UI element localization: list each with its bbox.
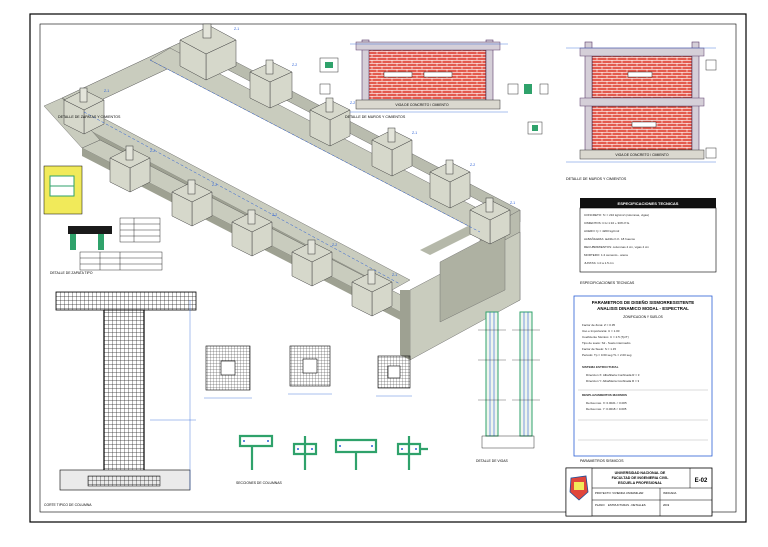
seismic-subtitle: ZONIFICACION Y SUELOS <box>623 315 663 319</box>
seismic-caption: PARAMETROS SISMICOS <box>580 459 624 463</box>
seismic-title-2: ANALISIS DINAMICO MODAL - ESPECTRAL <box>597 306 689 311</box>
svg-text:Z-1: Z-1 <box>510 201 515 205</box>
sheet-label: PLANO: <box>595 503 605 507</box>
svg-text:Z-2: Z-2 <box>350 101 355 105</box>
date-value: 2019 <box>663 503 670 507</box>
spec-line: JUNTAS: 1.0 a 1.5 cm <box>584 261 614 265</box>
corner-detail <box>43 165 163 271</box>
wall-elevation-1 <box>319 39 549 113</box>
isometric-foundation: Z-1Z-2 Z-2Z-1 Z-2Z-1 Z-2Z-2 Z-2Z-2 Z-1Z-… <box>43 23 521 361</box>
seismic-section-3: DESPLAZAMIENTOS MAXIMOS <box>582 393 627 397</box>
iso-caption: DETALLE DE ZAPATAS Y CIMIENTOS <box>58 115 121 119</box>
svg-text:Z-2: Z-2 <box>470 163 475 167</box>
svg-text:Z-1: Z-1 <box>104 89 109 93</box>
wall2-tag: VIGA DE CONCRETO / CIMIENTO <box>615 153 669 157</box>
institution-line-3: ESCUELA PROFESIONAL <box>618 481 663 485</box>
inner-border <box>39 23 737 513</box>
seismic-panel <box>573 295 713 457</box>
seismic-title-1: PARAMETROS DE DISEÑO SISMORRESISTENTE <box>592 300 694 305</box>
svg-text:Z-2: Z-2 <box>212 183 217 187</box>
seismic-row: Factor de Suelo: S = 1.15 <box>582 347 616 351</box>
spec-line: CONCRETO: f'c = 210 kg/cm2 (columnas, vi… <box>584 213 649 217</box>
svg-text:Z-2: Z-2 <box>292 63 297 67</box>
wall1-tag: VIGA DE CONCRETO / CIMIENTO <box>395 103 449 107</box>
spec-line: CIMIENTOS: C:H 1:10 + 30% P.G. <box>584 221 630 225</box>
column-rebar-elevation <box>55 291 197 491</box>
institution-line-1: UNIVERSIDAD NACIONAL DE <box>615 471 666 475</box>
svg-text:Z-1: Z-1 <box>412 131 417 135</box>
seismic-section-2: SISTEMA ESTRUCTURAL <box>582 365 619 369</box>
sheet-code: E-02 <box>695 478 708 484</box>
beams-caption: DETALLE DE VIGAS <box>476 459 509 463</box>
specs-caption: ESPECIFICACIONES TECNICAS <box>580 281 635 285</box>
seismic-row: Tipo de suelo: S2 - Suelo intermedio <box>582 341 631 345</box>
svg-text:Z-2: Z-2 <box>332 243 337 247</box>
seismic-row: Periodo: Tp = 0.60 seg TL = 2.00 seg <box>582 353 632 357</box>
specs-header: ESPECIFICACIONES TECNICAS <box>618 201 679 206</box>
spec-line: ALBAÑILERIA: ladrillo K.K. 18 huecos <box>584 236 635 241</box>
seismic-row: Direccion Y: Albañileria Confinada R = 3 <box>586 379 640 383</box>
footing-caption: DETALLE DE ZAPATA TIPO <box>50 271 93 275</box>
seismic-row: Uso e Importancia: U = 1.00 <box>582 329 620 333</box>
seismic-row: Deriva max. Y: 0.0018 < 0.005 <box>586 407 627 411</box>
wall-elevation-2 <box>527 41 717 163</box>
spec-line: ACERO: fy = 4200 kg/cm2 <box>584 229 620 233</box>
svg-text:Z-2: Z-2 <box>272 213 277 217</box>
seismic-row: Deriva max. X: 0.0021 < 0.005 <box>586 401 627 405</box>
seismic-row: Coeficiente Sismico: C = 2.5 (Tp/T) <box>582 335 629 339</box>
seismic-row: Direccion X: Albañileria Confinada R = 3 <box>586 373 640 377</box>
wall2-caption: DETALLE DE MUROS Y CIMIENTOS <box>566 177 627 181</box>
sheet-name: ESTRUCTURAS - DETALLES <box>608 503 646 507</box>
scale-value: INDICADA <box>663 491 676 495</box>
column-sections <box>238 434 428 470</box>
sections-caption: SECCIONES DE COLUMNAS <box>236 481 283 485</box>
beam-details <box>478 311 540 449</box>
svg-text:Z-2: Z-2 <box>150 149 155 153</box>
title-block <box>565 467 713 517</box>
svg-text:Z-1: Z-1 <box>392 273 397 277</box>
spec-line: MORTERO: 1:4 cemento - arena <box>584 253 628 257</box>
footing-plans <box>204 345 412 399</box>
institution-line-2: FACULTAD DE INGENIERIA CIVIL <box>612 476 670 480</box>
seismic-row: Factor de Zona: Z = 0.35 <box>582 323 615 327</box>
project-name: PROYECTO: VIVIENDA UNIFAMILIAR <box>595 491 643 495</box>
svg-text:Z-1: Z-1 <box>234 27 239 31</box>
wall1-caption: DETALLE DE MUROS Y CIMIENTOS <box>345 115 406 119</box>
spec-line: RECUBRIMIENTOS: columnas 4 cm, vigas 4 c… <box>584 245 649 249</box>
column-caption: CORTE TIPICO DE COLUMNA <box>44 503 92 507</box>
specs-table <box>579 198 717 273</box>
